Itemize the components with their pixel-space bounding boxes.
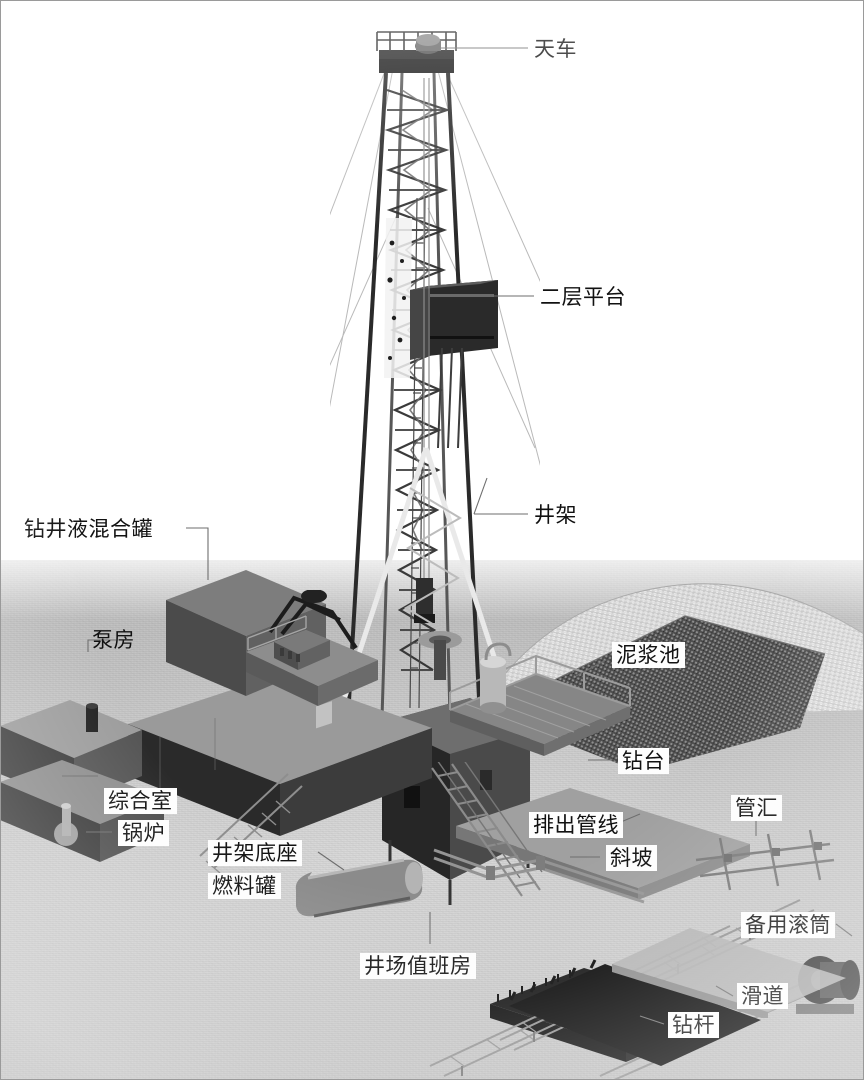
label-discharge-line: 排出管线 [529,812,623,839]
label-slide-way: 滑道 [737,983,788,1010]
manifold [695,829,835,891]
label-crown-block: 天车 [534,37,577,61]
drill-floor [449,642,631,756]
label-spare-drum: 备用滚筒 [741,912,835,939]
discharge-line-pipes [433,848,645,904]
label-manifold: 管汇 [731,795,782,822]
label-drill-pipe: 钻杆 [668,1012,719,1039]
rotary-sheave-wheel [418,631,462,680]
label-boiler: 锅炉 [118,820,169,847]
drill-pipe-bundle [509,959,761,1066]
label-wellsite-duty-room: 井场值班房 [360,953,476,980]
label-ramp: 斜坡 [606,845,657,872]
label-integrated-room: 综合室 [104,788,177,815]
label-mud-mixing-tank: 钻井液混合罐 [24,517,153,541]
label-mud-pit: 泥浆池 [612,642,685,669]
label-fuel-tank: 燃料罐 [208,873,281,900]
label-derrick-substructure: 井架底座 [208,840,302,867]
accumulator-tank [480,642,512,714]
drawworks-engines [246,590,378,706]
label-monkey-board: 二层平台 [540,285,626,309]
fuel-tank [295,858,423,918]
label-derrick: 井架 [534,503,577,527]
label-pump-house: 泵房 [92,628,135,652]
pump-house-building [128,674,432,836]
label-drill-floor: 钻台 [618,748,669,775]
crown-block [376,31,457,73]
boiler-stack [54,803,78,846]
